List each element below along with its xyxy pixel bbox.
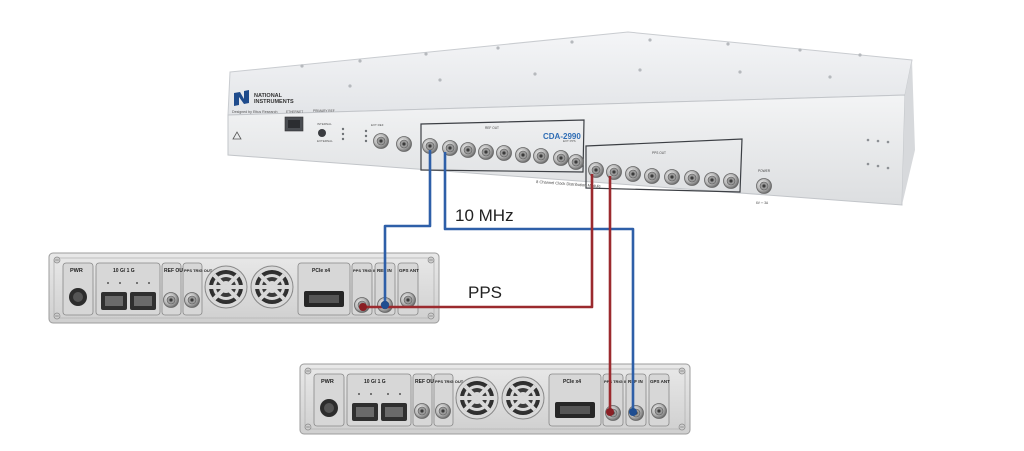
ext-ref-label: EXT REF <box>371 123 384 127</box>
radio-2-10g-label: 10 G/ 1 G <box>364 379 386 385</box>
ref-out-group-box <box>420 119 585 173</box>
ten-mhz-cable-to-radio-2 <box>443 152 635 412</box>
radio-2-ref-out-label: REF OUT <box>415 379 437 385</box>
pps-out-3-connector[interactable] <box>625 166 641 182</box>
pps-out-5-connector[interactable] <box>664 169 680 185</box>
radio-1-pcie-label: PCIe x4 <box>312 268 330 274</box>
radio-2-ref-out-connector[interactable] <box>414 403 430 419</box>
ext-pps-label: EXT PPS <box>563 139 576 143</box>
ten-mhz-label: 10 MHz <box>455 206 514 225</box>
radio-1-10g-label: 10 G/ 1 G <box>113 268 135 274</box>
ethernet-label: ETHERNET <box>286 110 303 114</box>
status-leds <box>341 127 368 143</box>
pps-cable-to-radio-1 <box>363 174 594 309</box>
radio-2-pps-trig-in-label: PPS TRIG IN <box>604 379 628 384</box>
radio-2-pps-trig-out-label: PPS TRIG OUT <box>435 379 464 384</box>
ten-mhz-cable-to-radio-1 <box>383 150 432 304</box>
primary-ref-label: PRIMARY REF <box>313 109 335 113</box>
cda-chassis-right-side <box>902 60 915 205</box>
radio-2-gps-ant-label: GPS ANT <box>650 379 670 384</box>
power-connector[interactable] <box>756 178 772 194</box>
radio-2-pps-trig-out-connector[interactable] <box>435 403 451 419</box>
radio-2-gps-ant-connector[interactable] <box>651 403 667 419</box>
pps-out-8-connector[interactable] <box>723 173 739 189</box>
usrp-radio-2: PWR 10 G/ 1 G REF OUT PPS TRIG OUT PCIe … <box>299 363 691 435</box>
radio-2-fan-2 <box>501 376 545 420</box>
radio-1-pps-trig-in-label: PPS TRIG IN <box>353 268 377 273</box>
power-label: POWER <box>758 169 771 173</box>
ref-out-4-connector[interactable] <box>478 144 494 160</box>
usrp-radio-1: PWR 10 G/ 1 G REF OUT PPS TRIG OUT PCIe … <box>48 252 440 324</box>
radio-1-fan-2 <box>250 265 294 309</box>
ref-out-7-connector[interactable] <box>533 148 549 164</box>
module-name-label: 8 Channel Clock Distribution Module <box>536 179 602 189</box>
cda-2990-unit: NATIONAL INSTRUMENTS Designed by Ettus R… <box>227 31 915 206</box>
designed-by-label: Designed by Ettus Research <box>232 110 278 114</box>
radio-1-fan-1 <box>204 265 248 309</box>
ext-ref-in-connector[interactable] <box>373 133 389 149</box>
radio-2-fan-1 <box>455 376 499 420</box>
cda-model-label: CDA-2990 <box>543 132 581 141</box>
radio-2-ref-in-label: REF IN <box>628 379 643 384</box>
ref-out-6-connector[interactable] <box>515 147 531 163</box>
ref-out-3-connector[interactable] <box>460 142 476 158</box>
radio-1-ref-out-connector[interactable] <box>163 292 179 308</box>
pps-out-6-connector[interactable] <box>684 170 700 186</box>
radio-1-pps-trig-out-label: PPS TRIG OUT <box>184 268 213 273</box>
radio-1-pps-trig-out-connector[interactable] <box>184 292 200 308</box>
radio-1-ref-out-label: REF OUT <box>164 268 186 274</box>
radio-1-gps-ant-connector[interactable] <box>400 292 416 308</box>
radio-1-gps-ant-label: GPS ANT <box>399 268 419 273</box>
internal-label: INTERNAL <box>317 122 332 126</box>
external-label: EXTERNAL <box>317 139 333 143</box>
ext-pps-in-connector[interactable] <box>568 154 584 170</box>
ref-out-8-connector[interactable] <box>553 150 569 166</box>
power-spec-label: 6V ⎓ 3A <box>756 201 769 205</box>
cable-plugs <box>359 301 637 416</box>
radio-1-pwr-label: PWR <box>70 268 83 274</box>
brand-national: NATIONAL <box>254 93 283 99</box>
pps-out-group-box <box>585 138 743 193</box>
brand-instruments: INSTRUMENTS <box>254 99 294 105</box>
pps-out-group-label: PPS OUT <box>652 151 666 155</box>
pps-label: PPS <box>468 283 503 302</box>
ref-out-5-connector[interactable] <box>496 145 512 161</box>
ten-mhz-cables <box>383 150 635 412</box>
radio-2-pcie-label: PCIe x4 <box>563 379 581 385</box>
ext-ref-in-2-connector[interactable] <box>396 136 412 152</box>
pps-out-7-connector[interactable] <box>704 172 720 188</box>
ref-out-group-label: REF OUT <box>485 126 499 130</box>
primary-ref-switch[interactable] <box>318 129 326 137</box>
ni-logo-icon <box>234 90 249 106</box>
pps-out-4-connector[interactable] <box>644 168 660 184</box>
pps-cables <box>363 174 612 412</box>
radio-2-pwr-label: PWR <box>321 379 334 385</box>
warning-icon <box>232 131 242 140</box>
